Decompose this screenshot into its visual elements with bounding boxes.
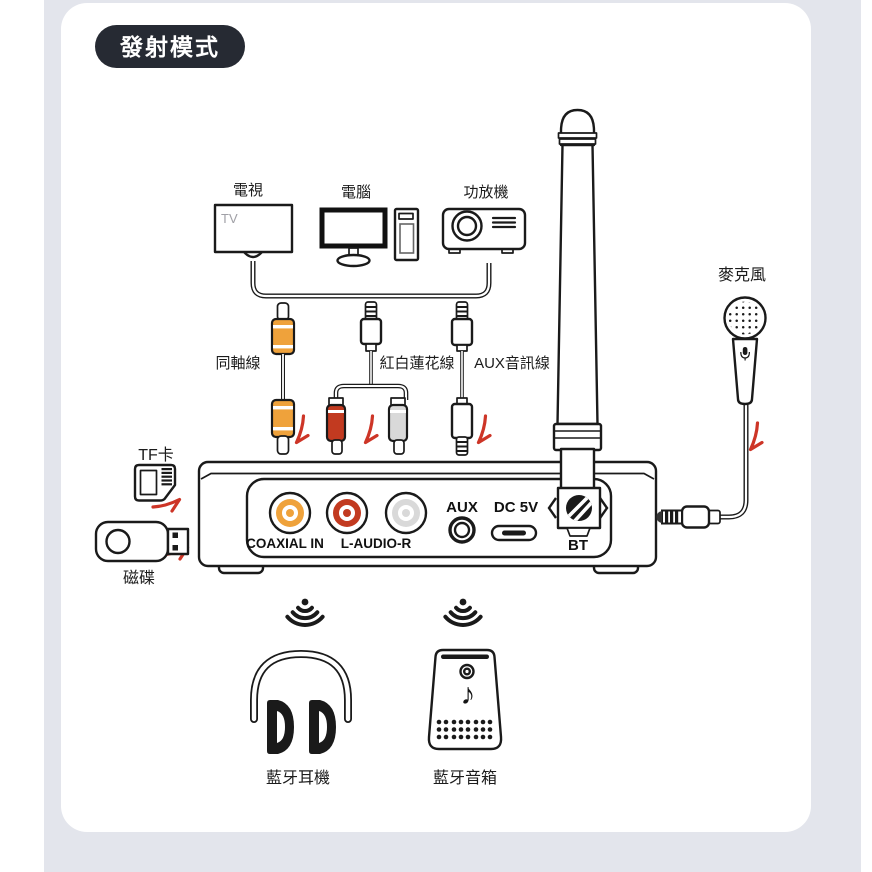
bluetooth-headphones-icon	[250, 649, 352, 754]
computer-icon	[319, 207, 420, 268]
headphones-label: 藍牙耳機	[265, 770, 331, 787]
music-note-icon: ♪	[460, 678, 476, 711]
rca-port-label: L-AUDIO-R	[340, 536, 412, 551]
insert-arrow-down-icon	[748, 421, 764, 452]
usb-disk-label: 磁碟	[122, 570, 156, 587]
insert-arrow-down-icon	[294, 414, 310, 445]
insert-arrow-right-icon	[151, 497, 182, 513]
coaxial-port-label: COAXIAL IN	[246, 536, 324, 551]
amplifier-icon	[441, 207, 527, 254]
computer-label: 電腦	[340, 184, 372, 201]
coaxial-port	[268, 491, 312, 535]
insert-arrow-down-icon	[363, 414, 379, 445]
aux-port-label: AUX	[446, 499, 478, 516]
wireless-signal-icon	[285, 598, 325, 627]
tf-card-icon	[133, 463, 177, 502]
rca-cable-icon	[325, 301, 409, 455]
tv-icon	[213, 203, 294, 259]
rca-red-port	[325, 491, 369, 535]
aux-cable-label: AUX音訊線	[474, 355, 550, 372]
bt-antenna-icon	[547, 108, 609, 537]
bluetooth-speaker-icon	[427, 648, 503, 751]
aux-cable-icon	[450, 301, 474, 456]
coaxial-cable-label: 同軸線	[215, 355, 261, 372]
tv-screen-text: TV	[221, 211, 238, 226]
rca-white-port	[384, 491, 428, 535]
microphone-icon	[656, 296, 767, 529]
coaxial-cable-icon	[270, 302, 296, 455]
tv-label: 電視	[232, 182, 264, 199]
power-port-label: DC 5V	[493, 499, 539, 516]
usb-drive-icon	[94, 520, 190, 563]
main-device	[197, 460, 658, 575]
mode-badge: 發射模式	[95, 25, 245, 68]
microphone-label: 麥克風	[717, 267, 767, 284]
speaker-grille-dots	[436, 719, 493, 740]
rca-cable-label: 紅白蓮花線	[379, 355, 455, 372]
source-bus-cable	[250, 261, 492, 299]
insert-arrow-down-icon	[476, 414, 492, 445]
tf-card-label: TF卡	[138, 447, 174, 464]
bt-port-label: BT	[568, 537, 588, 554]
speaker-label: 藍牙音箱	[432, 770, 498, 787]
aux-port	[448, 516, 476, 544]
usb-c-power-port	[490, 524, 538, 542]
amplifier-label: 功放機	[463, 184, 509, 201]
wireless-signal-icon	[443, 598, 483, 627]
